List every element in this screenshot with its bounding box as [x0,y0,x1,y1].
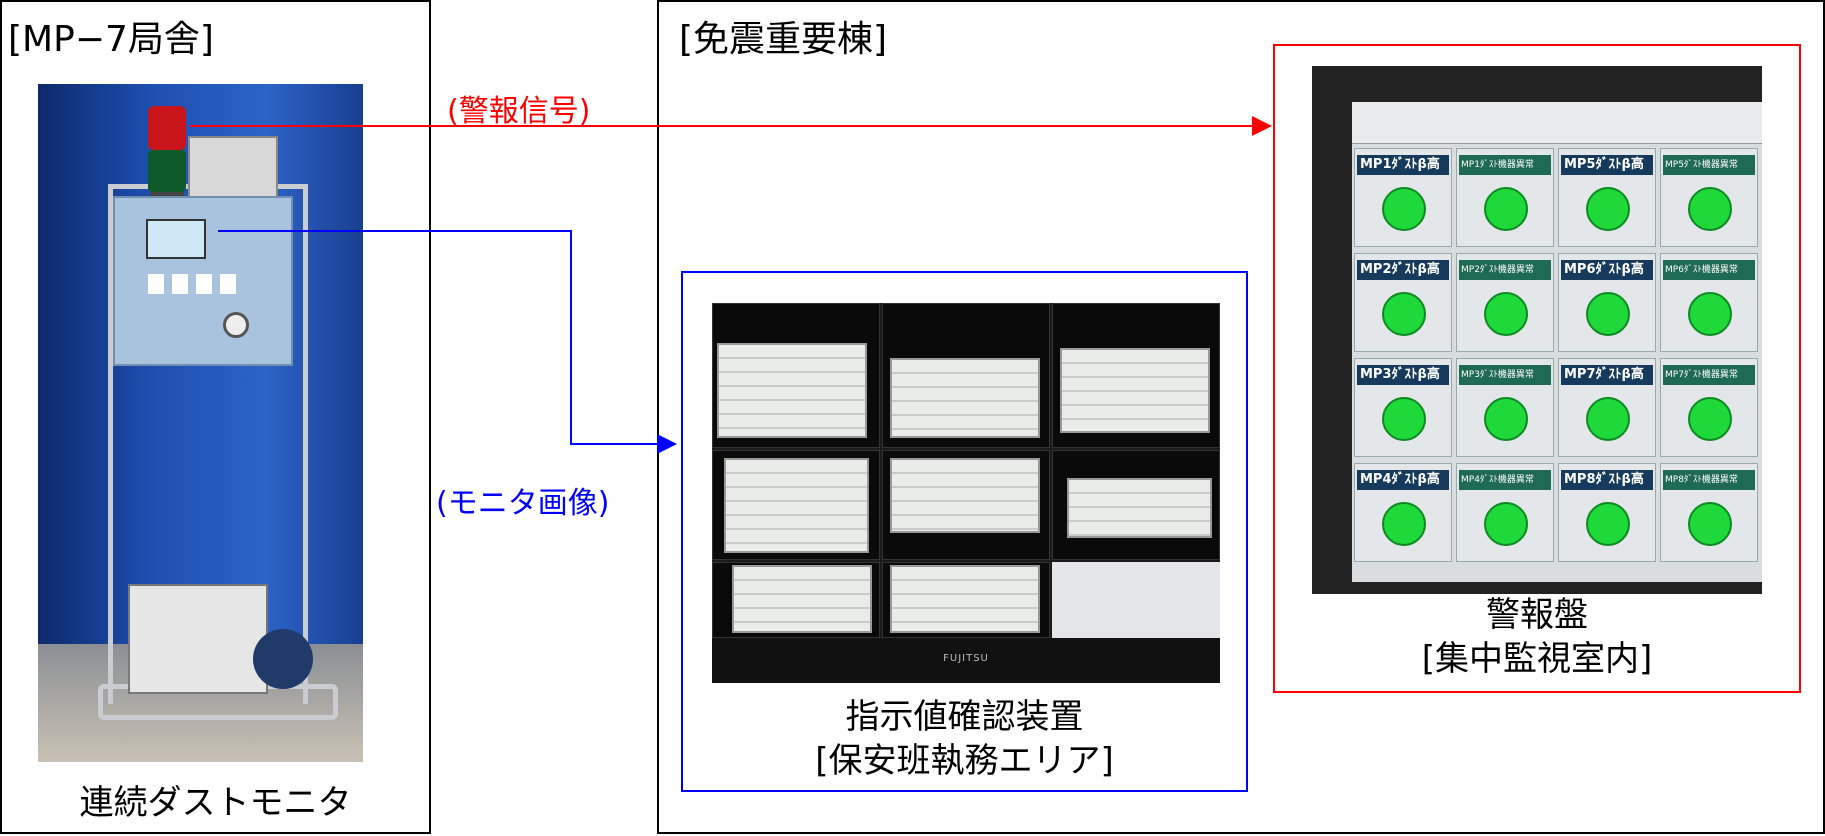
green-signal-lamp [148,150,186,192]
alarm-green-lamp-icon [1484,502,1528,546]
alarm-grid: MP1ﾀﾞｽﾄβ高 MP1ﾀﾞｽﾄ機器異常 MP5ﾀﾞｽﾄβ高 MP5ﾀﾞｽﾄ機器異常… [1352,148,1762,578]
instrument-status-screen [1060,348,1210,433]
alarm-indicator-label: MP8ﾀﾞｽﾄβ高 [1561,470,1653,490]
alarm-panel-box [1273,44,1801,693]
alarm-panel-photo: MP1ﾀﾞｽﾄβ高 MP1ﾀﾞｽﾄ機器異常 MP5ﾀﾞｽﾄβ高 MP5ﾀﾞｽﾄ機器異常… [1312,66,1762,594]
alarm-signal-label: (警報信号) [447,94,591,129]
alarm-indicator-cell: MP6ﾀﾞｽﾄ機器異常 [1660,253,1758,352]
instrument-status-screen [717,343,867,438]
alarm-green-lamp-icon [1484,187,1528,231]
alarm-indicator-label: MP1ﾀﾞｽﾄ機器異常 [1459,155,1551,175]
alarm-indicator-cell: MP8ﾀﾞｽﾄ機器異常 [1660,463,1758,562]
instrument-status-screen [1067,478,1212,538]
alarm-indicator-label: MP6ﾀﾞｽﾄβ高 [1561,260,1653,280]
left-panel-title: [MP−7局舎] [8,19,214,60]
instrument-status-screen [890,358,1040,438]
alarm-green-lamp-icon [1484,292,1528,336]
alarm-indicator-label: MP2ﾀﾞｽﾄβ高 [1357,260,1449,280]
alarm-green-lamp-icon [1688,292,1732,336]
alarm-green-lamp-icon [1382,502,1426,546]
alarm-indicator-cell: MP5ﾀﾞｽﾄ機器異常 [1660,148,1758,247]
alarm-indicator-cell: MP1ﾀﾞｽﾄ機器異常 [1456,148,1554,247]
alarm-green-lamp-icon [1586,397,1630,441]
monitor-screen-grid [712,303,1220,638]
instrument-status-screen [890,565,1040,633]
indicator-caption-line2: [保安班執務エリア] [815,741,1114,781]
cart-wheel [253,629,313,689]
alarm-indicator-label: MP7ﾀﾞｽﾄ機器異常 [1663,365,1755,385]
alarm-green-lamp-icon [1586,292,1630,336]
alarm-green-lamp-icon [1382,397,1426,441]
alarm-caption-line1: 警報盤 [1486,595,1588,635]
alarm-indicator-cell: MP1ﾀﾞｽﾄβ高 [1354,148,1452,247]
alarm-indicator-cell: MP2ﾀﾞｽﾄβ高 [1354,253,1452,352]
pump-box [128,584,268,694]
dust-monitor-photo [38,84,363,762]
instrument-status-screen [732,565,872,633]
unit-keypad [148,274,238,294]
monitor-brand-label: FUJITSU [943,653,989,664]
monitor-blank-window [1052,562,1220,638]
right-panel-building: [免震重要棟] [657,0,1825,834]
alarm-indicator-label: MP6ﾀﾞｽﾄ機器異常 [1663,260,1755,280]
alarm-indicator-label: MP5ﾀﾞｽﾄ機器異常 [1663,155,1755,175]
alarm-indicator-label: MP7ﾀﾞｽﾄβ高 [1561,365,1653,385]
alarm-indicator-label: MP8ﾀﾞｽﾄ機器異常 [1663,470,1755,490]
unit-dial [223,312,249,338]
alarm-indicator-label: MP4ﾀﾞｽﾄ機器異常 [1459,470,1551,490]
monitor-image-label: (モニタ画像) [436,486,610,521]
alarm-green-lamp-icon [1382,187,1426,231]
indicator-monitor-photo: FUJITSU [712,303,1220,683]
alarm-indicator-label: MP5ﾀﾞｽﾄβ高 [1561,155,1653,175]
left-panel-mp7-station: [MP−7局舎] 連続ダストモニタ [0,0,431,834]
left-panel-caption: 連続ダストモニタ [79,783,352,823]
alarm-indicator-label: MP3ﾀﾞｽﾄβ高 [1357,365,1449,385]
alarm-indicator-cell: MP7ﾀﾞｽﾄβ高 [1558,358,1656,457]
alarm-green-lamp-icon [1484,397,1528,441]
alarm-indicator-label: MP4ﾀﾞｽﾄβ高 [1357,470,1449,490]
indicator-caption-line1: 指示値確認装置 [845,697,1084,737]
alarm-green-lamp-icon [1586,187,1630,231]
instrument-status-screen [724,458,869,553]
alarm-indicator-cell: MP5ﾀﾞｽﾄβ高 [1558,148,1656,247]
alarm-indicator-cell: MP6ﾀﾞｽﾄβ高 [1558,253,1656,352]
alarm-indicator-cell: MP4ﾀﾞｽﾄβ高 [1354,463,1452,562]
alarm-green-lamp-icon [1382,292,1426,336]
alarm-indicator-cell: MP3ﾀﾞｽﾄ機器異常 [1456,358,1554,457]
alarm-screen: MP1ﾀﾞｽﾄβ高 MP1ﾀﾞｽﾄ機器異常 MP5ﾀﾞｽﾄβ高 MP5ﾀﾞｽﾄ機器異常… [1352,102,1762,582]
alarm-indicator-label: MP3ﾀﾞｽﾄ機器異常 [1459,365,1551,385]
unit-display [146,219,206,259]
alarm-green-lamp-icon [1586,502,1630,546]
right-panel-title: [免震重要棟] [679,19,888,60]
alarm-indicator-cell: MP7ﾀﾞｽﾄ機器異常 [1660,358,1758,457]
alarm-indicator-cell: MP2ﾀﾞｽﾄ機器異常 [1456,253,1554,352]
alarm-indicator-cell: MP8ﾀﾞｽﾄβ高 [1558,463,1656,562]
indicator-device-box [681,271,1248,792]
instrument-status-screen [890,458,1040,533]
alarm-green-lamp-icon [1688,187,1732,231]
alarm-caption-line2: [集中監視室内] [1421,639,1653,679]
alarm-indicator-label: MP2ﾀﾞｽﾄ機器異常 [1459,260,1551,280]
red-signal-lamp [148,106,186,150]
monitor-bezel [712,638,1220,683]
alarm-screen-toolbar [1352,102,1762,144]
monitor-image-arrow [218,230,677,454]
alarm-green-lamp-icon [1688,502,1732,546]
alarm-indicator-label: MP1ﾀﾞｽﾄβ高 [1357,155,1449,175]
alarm-green-lamp-icon [1688,397,1732,441]
alarm-indicator-cell: MP3ﾀﾞｽﾄβ高 [1354,358,1452,457]
alarm-indicator-cell: MP4ﾀﾞｽﾄ機器異常 [1456,463,1554,562]
